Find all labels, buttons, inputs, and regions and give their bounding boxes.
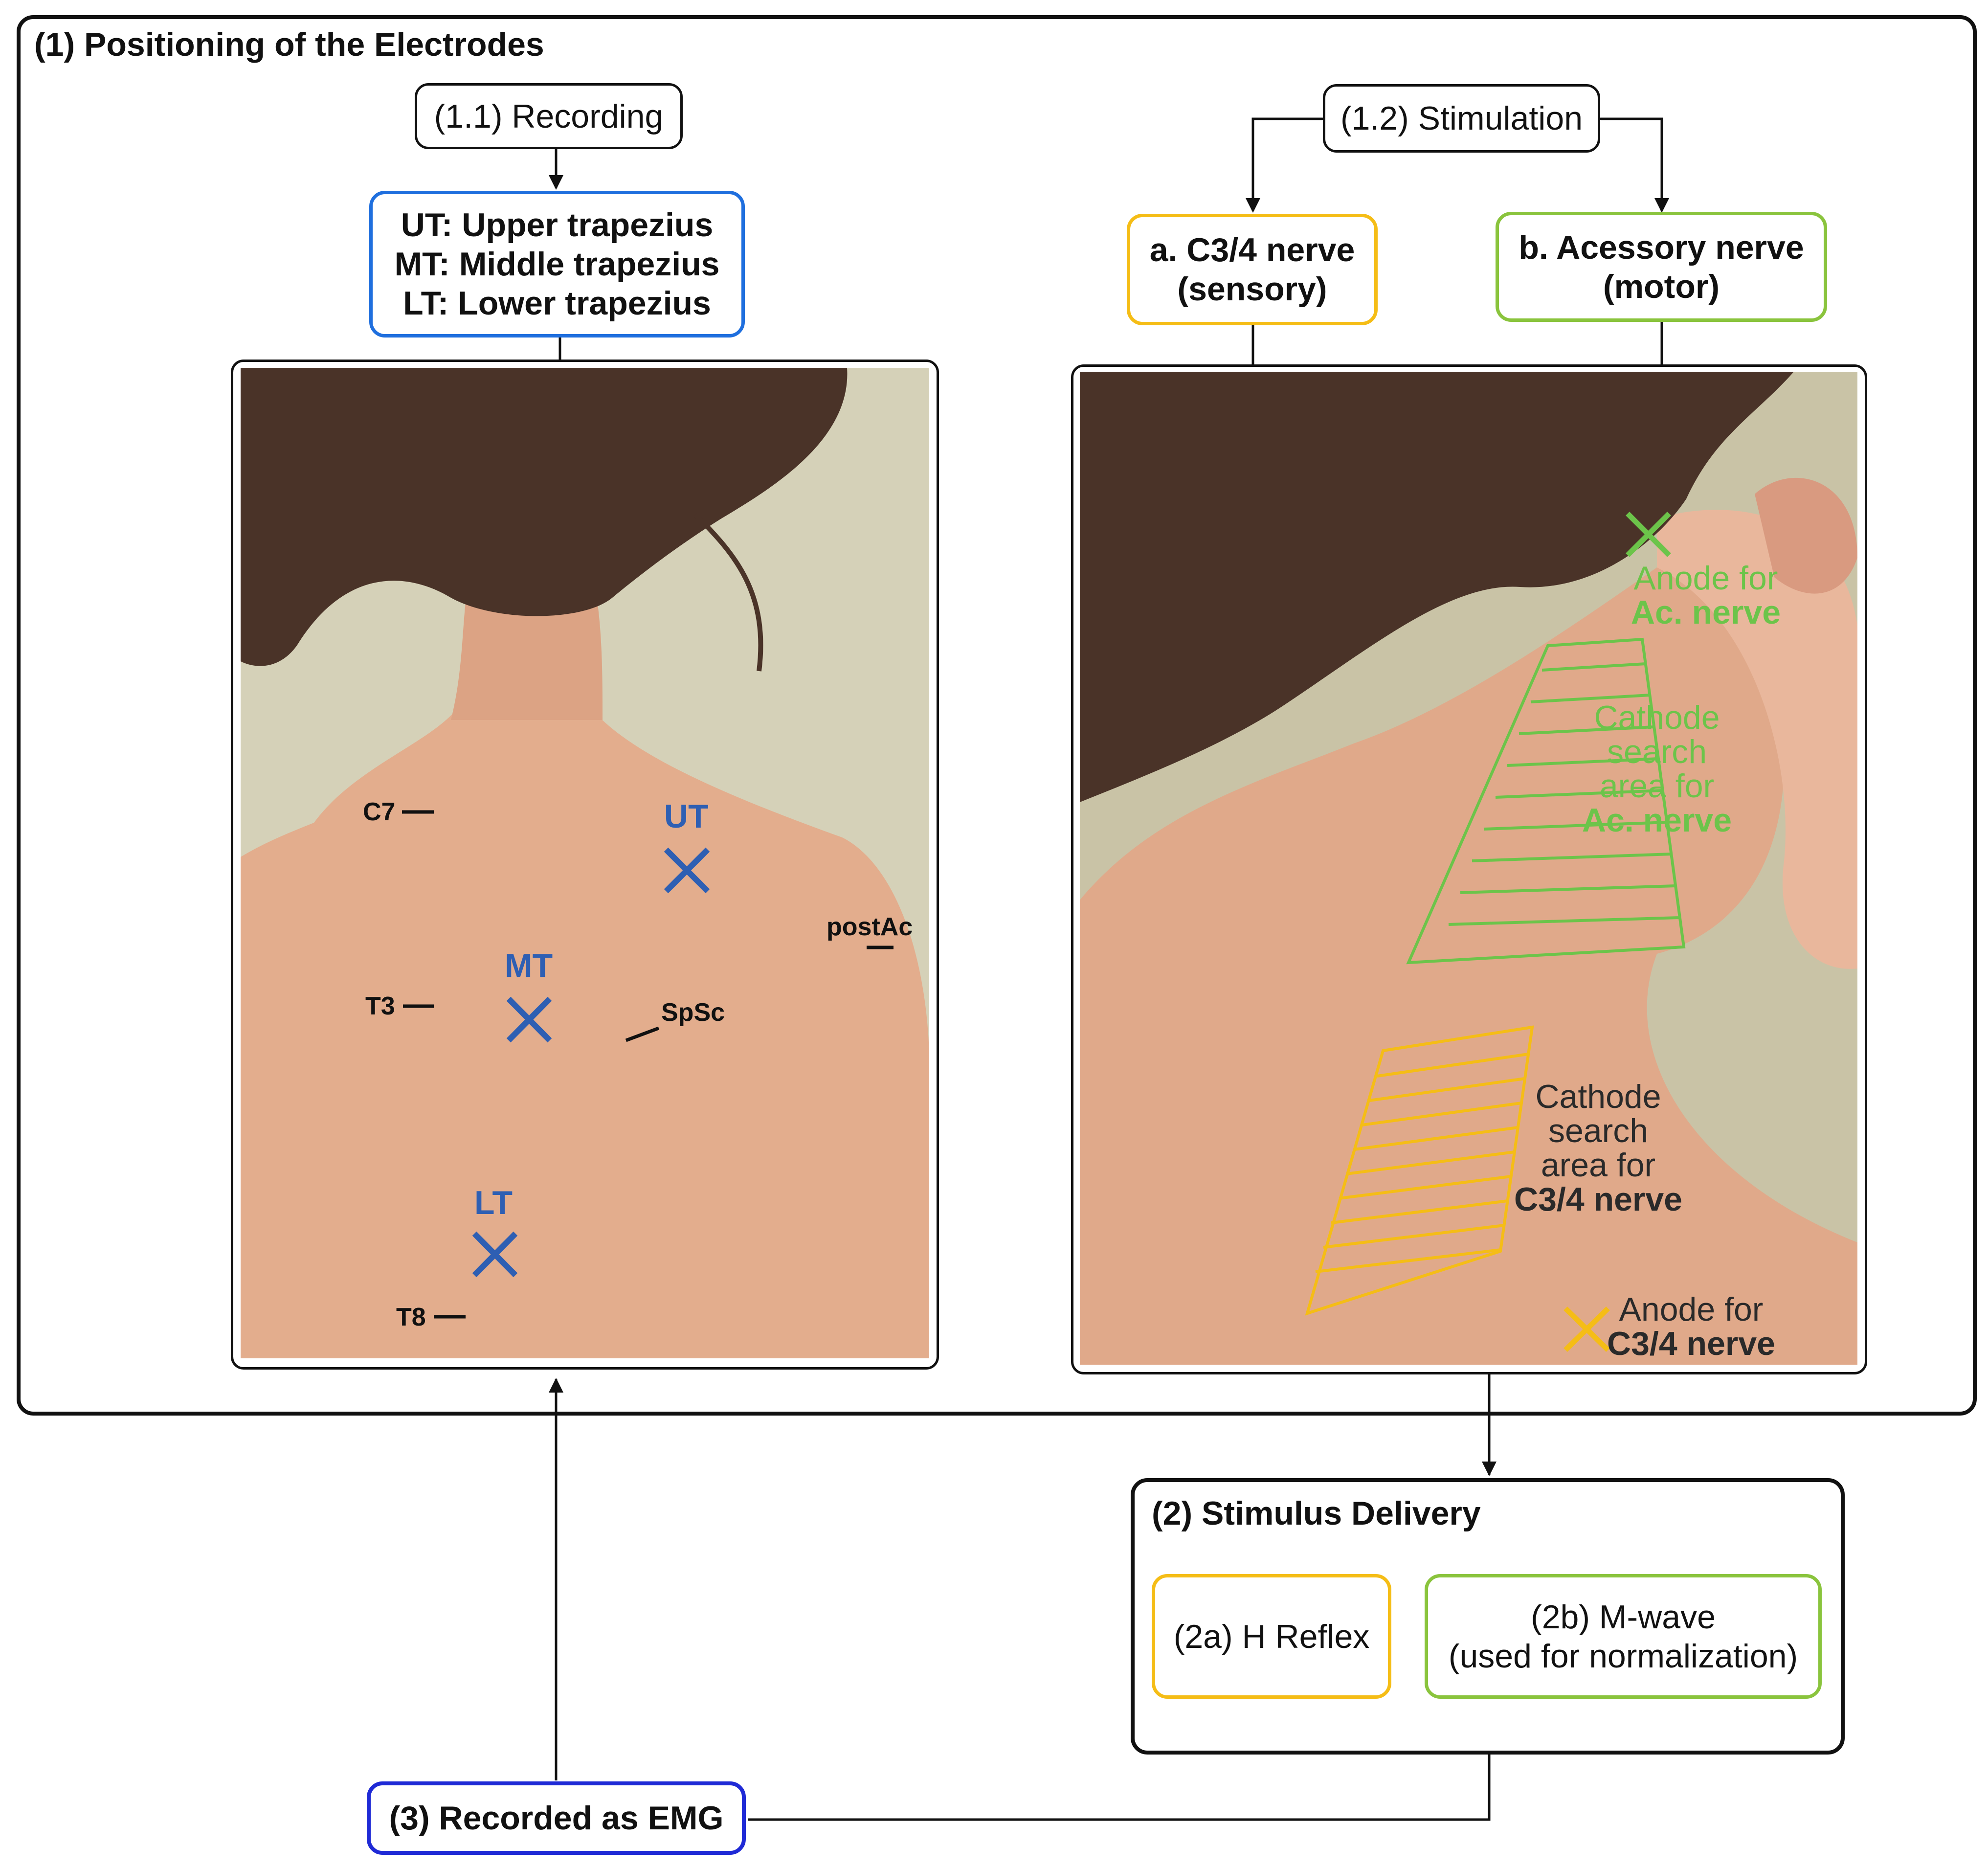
arrow-stimulation-to-c34 <box>1246 117 1323 213</box>
lt-electrode-x-icon <box>472 1231 518 1278</box>
spsc-label: SpSc <box>661 998 725 1027</box>
ut-electrode-x-icon <box>664 847 710 894</box>
h-reflex-label: (2a) H Reflex <box>1173 1618 1370 1655</box>
c34-cathode-line1: Cathode <box>1535 1078 1661 1115</box>
hair-strand <box>693 513 763 672</box>
c7-label: C7 <box>363 798 395 826</box>
arrow-stimulation-to-accessory <box>1600 117 1669 213</box>
back-skin <box>241 710 929 1358</box>
stimulus-delivery-title: (2) Stimulus Delivery <box>1152 1495 1481 1532</box>
mwave-note: (used for normalization) <box>1448 1637 1798 1675</box>
ac-cathode-search-area <box>1406 637 1686 965</box>
mt-electrode-x-icon <box>506 996 552 1043</box>
recording-label: (1.1) Recording <box>434 97 664 135</box>
mwave-box: (2b) M-wave (used for normalization) <box>1425 1574 1822 1699</box>
neck-photo: Anode for Ac. nerve Cathode search area … <box>1080 372 1857 1365</box>
back-illustration: C7 T3 T8 SpSc postAc UT MT LT <box>241 368 929 1358</box>
c34-anode-line1: Anode for <box>1619 1291 1764 1328</box>
accessory-nerve-name: b. Acessory nerve <box>1519 228 1804 266</box>
h-reflex-box: (2a) H Reflex <box>1152 1574 1391 1699</box>
c34-cathode-line4: C3/4 nerve <box>1514 1181 1682 1218</box>
neck-shoulder-skin <box>1080 567 1857 1365</box>
spsc-mark <box>625 1026 660 1042</box>
ac-cathode-line4: Ac. nerve <box>1582 802 1732 839</box>
c34-cathode-line2: search <box>1548 1112 1648 1149</box>
stimulation-label: (1.2) Stimulation <box>1340 100 1583 137</box>
face-skin <box>1657 510 1857 969</box>
accessory-nerve-box: b. Acessory nerve (motor) <box>1496 212 1827 322</box>
neck-illustration: Anode for Ac. nerve Cathode search area … <box>1080 372 1857 1365</box>
ac-cathode-line2: search <box>1607 733 1707 770</box>
c34-nerve-type: (sensory) <box>1177 270 1327 308</box>
muscle-lt-label: LT: Lower trapezius <box>403 285 711 322</box>
t3-label: T3 <box>365 992 395 1020</box>
line-stimulus-to-emg <box>748 1755 1491 1821</box>
ut-electrode-label: UT <box>664 798 709 835</box>
hair <box>1080 372 1794 802</box>
lt-electrode-label: LT <box>474 1184 513 1221</box>
ear <box>1755 477 1857 594</box>
ac-anode-line1: Anode for <box>1634 560 1778 597</box>
c34-cathode-search-area <box>1305 1025 1534 1316</box>
mwave-label: (2b) M-wave <box>1531 1598 1716 1636</box>
recording-box: (1.1) Recording <box>415 83 683 149</box>
emg-label: (3) Recorded as EMG <box>389 1800 724 1837</box>
positioning-title: (1) Positioning of the Electrodes <box>34 26 544 63</box>
emg-box: (3) Recorded as EMG <box>367 1781 746 1855</box>
positioning-section <box>17 15 1977 1416</box>
c34-anode-x-icon <box>1564 1306 1610 1352</box>
accessory-nerve-type: (motor) <box>1603 268 1720 305</box>
back-photo: C7 T3 T8 SpSc postAc UT MT LT <box>241 368 929 1358</box>
stimulation-box: (1.2) Stimulation <box>1323 84 1600 153</box>
ac-anode-x-icon <box>1626 512 1671 557</box>
muscles-box: UT: Upper trapezius MT: Middle trapezius… <box>369 191 745 338</box>
c34-cathode-line3: area for <box>1541 1147 1655 1184</box>
c34-anode-line2: C3/4 nerve <box>1607 1325 1775 1362</box>
c34-nerve-box: a. C3/4 nerve (sensory) <box>1127 214 1378 325</box>
ac-cathode-line3: area for <box>1600 767 1714 805</box>
mt-electrode-label: MT <box>505 947 553 984</box>
hair <box>241 368 848 666</box>
muscle-mt-label: MT: Middle trapezius <box>394 246 720 283</box>
t8-label: T8 <box>396 1303 426 1331</box>
ac-anode-line2: Ac. nerve <box>1631 594 1781 631</box>
muscle-ut-label: UT: Upper trapezius <box>401 206 714 244</box>
c34-nerve-name: a. C3/4 nerve <box>1149 231 1355 269</box>
ac-cathode-line1: Cathode <box>1594 699 1720 736</box>
postac-label: postAc <box>826 913 913 941</box>
